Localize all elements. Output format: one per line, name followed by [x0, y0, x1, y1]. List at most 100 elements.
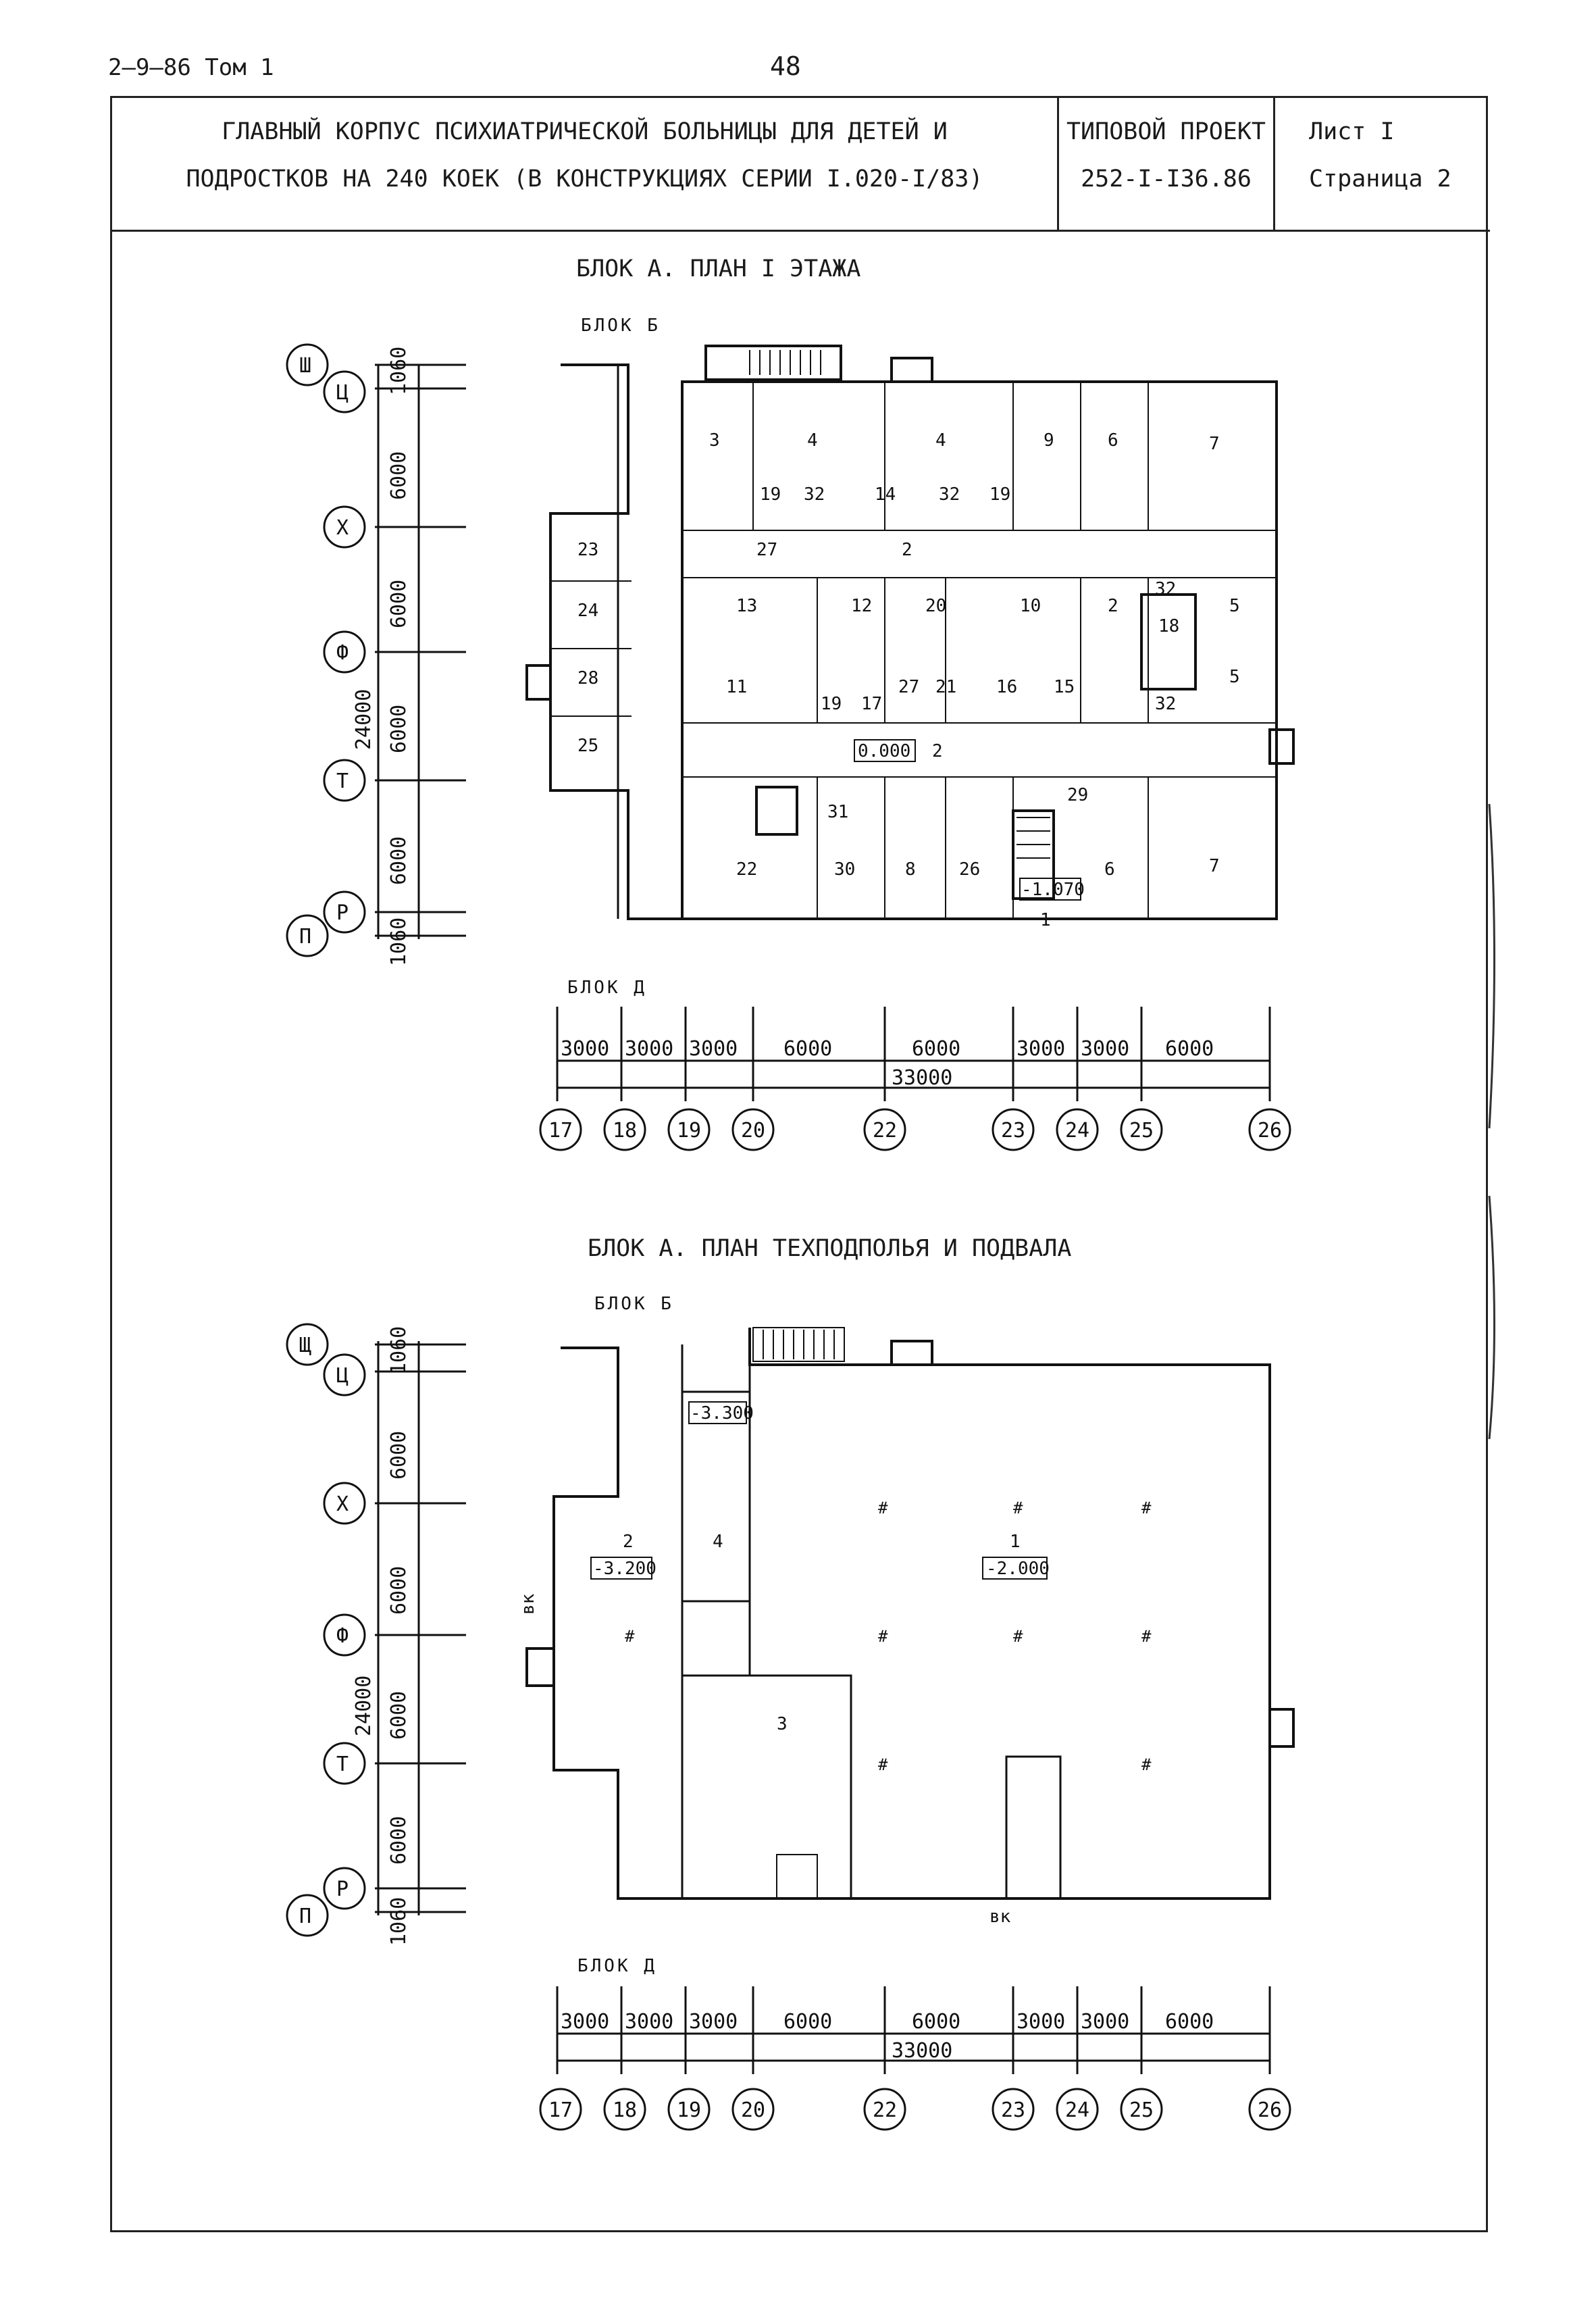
plan-1-row-dim-2: 6000: [387, 580, 411, 628]
plan-1-row-total: 24000: [352, 689, 376, 750]
plan-1-axis-col-2: 19: [677, 1119, 701, 1142]
plan-1-col-dim-4: 6000: [912, 1037, 960, 1061]
plan-2-axis-col-1: 18: [613, 2098, 637, 2122]
plan-2-col-dim-0: 3000: [561, 2010, 609, 2034]
plan-2-row-total: 24000: [352, 1676, 376, 1736]
plan-1-room: 7: [1209, 434, 1220, 454]
plan-2-axis-row-2: Х: [336, 1492, 349, 1516]
plan-1-row-axes: [286, 343, 466, 957]
plan-1-col-dim-1: 3000: [625, 1037, 673, 1061]
plan-2-row-dim-2: 6000: [387, 1566, 411, 1615]
plan-1-room: 3: [709, 430, 720, 451]
plan-1-room: 13: [736, 596, 757, 616]
plan-2-elev-2: -2.000: [986, 1559, 1050, 1579]
plan-1-room: 14: [875, 484, 896, 505]
plan-1-axis-col-3: 20: [741, 1119, 765, 1142]
plan-1-room: 32: [1155, 579, 1176, 599]
plan-1-room: 4: [935, 430, 946, 451]
plan-2-row-dim-4: 6000: [387, 1816, 411, 1865]
plan-1-block-bottom: БЛОК Д: [567, 978, 647, 998]
plan-2-axis-row-5: Р: [336, 1878, 349, 1901]
plan-1-axis-row-2: Х: [336, 516, 349, 540]
plan-1-col-total: 33000: [892, 1066, 952, 1090]
drawing-frame: ГЛАВНЫЙ КОРПУС ПСИХИАТРИЧЕСКОЙ БОЛЬНИЦЫ …: [110, 96, 1490, 2232]
plan-1-row-dim-4: 6000: [387, 836, 411, 885]
plan-2-elev-1: -3.200: [593, 1559, 657, 1579]
plan-1-room: 24: [577, 601, 598, 621]
plan-1-col-dim-2: 3000: [689, 1037, 738, 1061]
svg-text:#: #: [1141, 1755, 1152, 1774]
plan-1-room: 5: [1229, 596, 1240, 616]
plan-2-col-total: 33000: [892, 2039, 952, 2063]
plan-1-room: 2: [902, 540, 912, 560]
plan-2-col-dim-2: 3000: [689, 2010, 738, 2034]
plan-1-col-dim-3: 6000: [783, 1037, 832, 1061]
plan-1-row-dim-0: 1060: [387, 347, 411, 395]
plan-2-room: 2: [623, 1532, 634, 1552]
plan-2-axis-col-3: 20: [741, 2098, 765, 2122]
plan-1-room: 16: [996, 677, 1017, 697]
plan-1-room: 2: [1108, 596, 1118, 616]
plan-1-room: 23: [577, 540, 598, 560]
plan-1-room: 25: [577, 736, 598, 756]
plan-2-elev-0: -3.300: [690, 1403, 754, 1424]
plan-1-room: 9: [1044, 430, 1054, 451]
svg-text:#: #: [1141, 1499, 1152, 1517]
plan-1-room: 8: [905, 859, 916, 880]
plan-1-room: 27: [756, 540, 777, 560]
plan-2-col-dim-7: 6000: [1165, 2010, 1214, 2034]
plan-1-col-dim-6: 3000: [1081, 1037, 1129, 1061]
plan-1-room: 4: [807, 430, 818, 451]
fold-marks: [1488, 803, 1495, 1440]
plan-1-room: 6: [1108, 430, 1118, 451]
plan-1-room: 15: [1054, 677, 1075, 697]
plan-1-room: 32: [804, 484, 825, 505]
plan-2-axis-col-5: 23: [1001, 2098, 1025, 2122]
plan-1-axis-col-5: 23: [1001, 1119, 1025, 1142]
svg-text:#: #: [625, 1627, 635, 1646]
plan-1-axis-row-1: Ц: [336, 381, 349, 405]
plan-1-row-dim-1: 6000: [387, 451, 411, 500]
title-line-1: ГЛАВНЫЙ КОРПУС ПСИХИАТРИЧЕСКОЙ БОЛЬНИЦЫ …: [222, 118, 948, 145]
plan-2-col-dim-1: 3000: [625, 2010, 673, 2034]
plan-1-col-dim-5: 3000: [1016, 1037, 1065, 1061]
plan-2-room: 1: [1010, 1532, 1021, 1552]
plan-1-room: 22: [736, 859, 757, 880]
plan-2-row-dim-3: 6000: [387, 1691, 411, 1740]
plan-1-room: 11: [726, 677, 747, 697]
plan-1-axis-col-7: 25: [1129, 1119, 1154, 1142]
plan-1-room: 19: [760, 484, 781, 505]
plan-1-room: 32: [939, 484, 960, 505]
plan-2-axis-row-1: Ц: [336, 1364, 349, 1388]
plan-2-row-dim-5: 1060: [387, 1897, 411, 1946]
plan-1-room: 1: [1040, 910, 1051, 930]
plan-1-room: 28: [577, 668, 598, 688]
plan-1-axis-row-5: Р: [336, 901, 349, 925]
plan-2-room: 4: [713, 1532, 723, 1552]
title-line-2: ПОДРОСТКОВ НА 240 КОЕК (В КОНСТРУКЦИЯХ С…: [186, 166, 983, 193]
plan-1-room: 5: [1229, 667, 1240, 687]
sheet-page: Страница 2: [1309, 166, 1451, 193]
plan-1-axis-row-0: Ш: [299, 354, 311, 378]
plan-1-room: 21: [935, 677, 956, 697]
plan-2-axis-row-6: П: [299, 1905, 311, 1928]
plan-1-room: 29: [1067, 785, 1088, 805]
plan-1-axis-col-6: 24: [1065, 1119, 1089, 1142]
plan-1-axis-row-3: Ф: [336, 641, 349, 665]
plan-2-col-dim-3: 6000: [783, 2010, 832, 2034]
plan-1-room: 30: [834, 859, 855, 880]
plan-1-axis-col-0: 17: [548, 1119, 573, 1142]
plan-1-row-dim-3: 6000: [387, 705, 411, 753]
plan-1-col-dim-0: 3000: [561, 1037, 609, 1061]
plan-1-room: 17: [861, 694, 882, 714]
plan-2-block-top: БЛОК Б: [594, 1294, 674, 1314]
plan-1-elev-1: -1.070: [1021, 880, 1085, 900]
plan-2-col-dim-6: 3000: [1081, 2010, 1129, 2034]
plan-2-title: БЛОК А. ПЛАН ТЕХПОДПОЛЬЯ И ПОДВАЛА: [588, 1235, 1072, 1262]
plan-1-room: 27: [898, 677, 919, 697]
plan-1-title: БЛОК А. ПЛАН I ЭТАЖА: [576, 255, 861, 282]
project-cell: ТИПОВОЙ ПРОЕКТ 252-I-I36.86: [1059, 98, 1275, 232]
plan-1-room: 26: [959, 859, 980, 880]
